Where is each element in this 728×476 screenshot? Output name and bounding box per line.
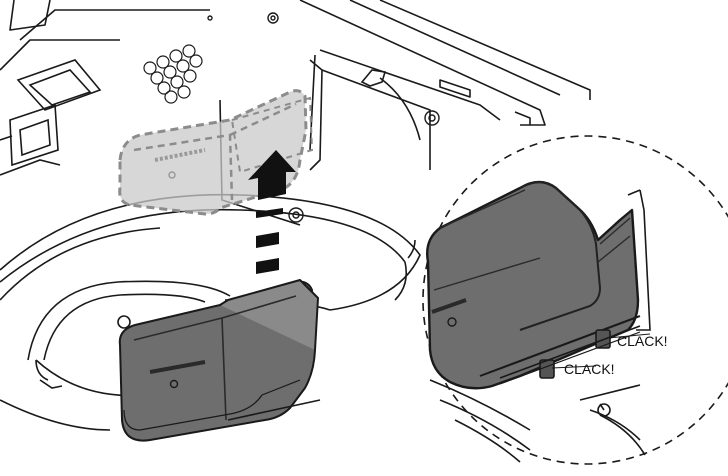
- appliance-housing: [0, 0, 591, 151]
- housing-bracket: [0, 59, 102, 176]
- detail-magnifier: [422, 135, 728, 465]
- cable-clip: [360, 69, 421, 141]
- up-arrow-icon: [248, 150, 296, 274]
- vent-grille: [143, 44, 203, 104]
- tank-ghost-position: [118, 89, 314, 216]
- clack-label-upper: CLACK!: [617, 333, 668, 349]
- water-tank: [118, 279, 321, 442]
- clack-label-lower: CLACK!: [564, 361, 615, 377]
